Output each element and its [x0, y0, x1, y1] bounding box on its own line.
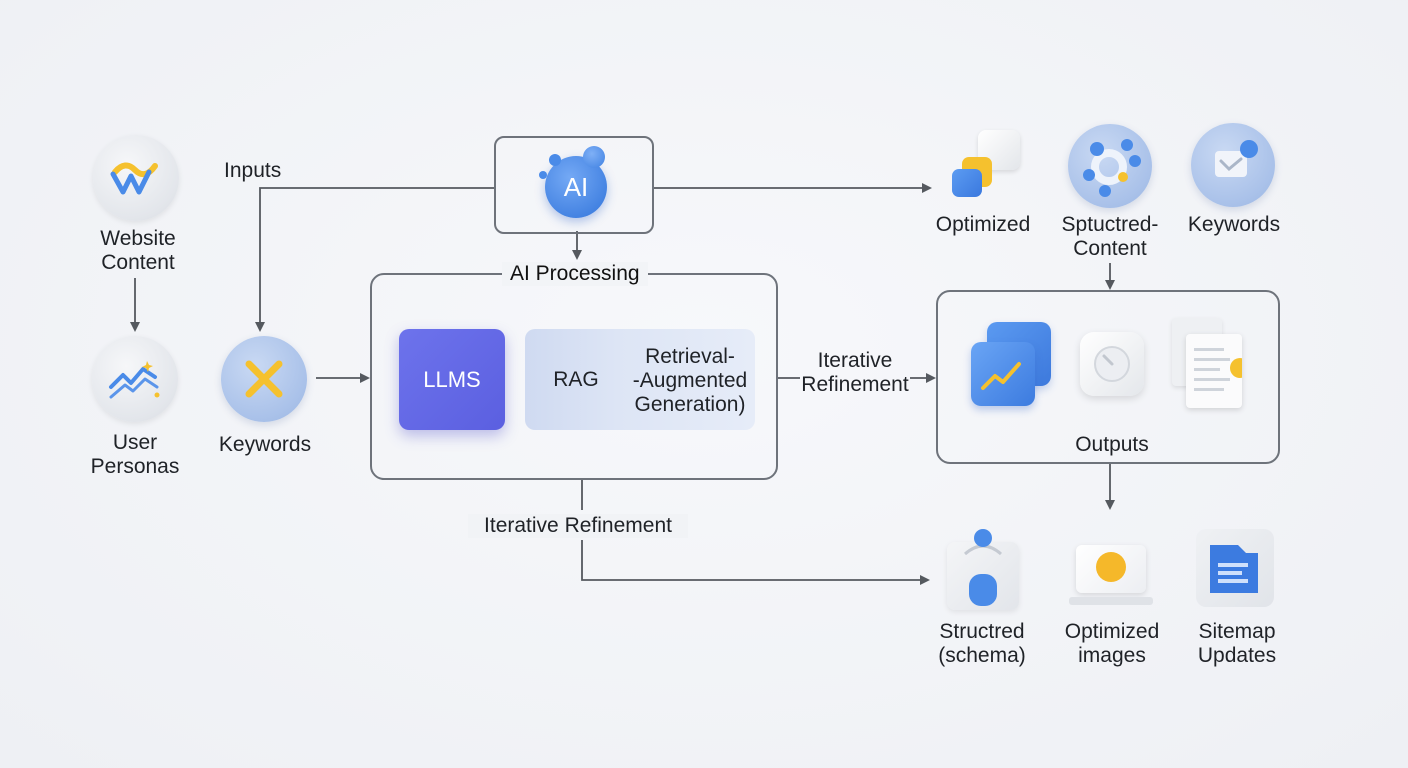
keywords-input-icon[interactable]: [221, 336, 307, 422]
ai-processing-heading: AI Processing: [502, 262, 648, 286]
rag-block[interactable]: [525, 329, 755, 430]
structured-content-icon[interactable]: [1068, 124, 1152, 208]
sitemap-updates-icon[interactable]: [1196, 529, 1274, 607]
outputs-gauge-icon[interactable]: [1080, 332, 1144, 396]
outputs-chart-icon[interactable]: [971, 342, 1035, 406]
ai-bubble-tiny: [539, 171, 547, 179]
top-output-optimized-label: Optimized: [935, 213, 1031, 236]
arrow-ai-to-keywords: [255, 187, 495, 332]
rag-expansion-label: Retrieval- -Augmented Generation): [632, 345, 748, 416]
iterative-refinement-right-label: Iterative Refinement: [801, 349, 909, 396]
inputs-heading: Inputs: [224, 159, 282, 182]
website-content-label: Website Content: [100, 227, 176, 274]
ai-node-box[interactable]: [494, 136, 654, 234]
llms-block[interactable]: LLMS: [399, 329, 505, 430]
optimized-icon[interactable]: [952, 169, 982, 197]
user-personas-label: User Personas: [90, 431, 180, 478]
top-output-keywords-label: Keywords: [1187, 213, 1281, 236]
rag-label: RAG: [553, 368, 599, 391]
outputs-document-icon[interactable]: [1186, 334, 1250, 408]
optimized-images-base: [1069, 597, 1153, 605]
outputs-heading: Outputs: [1075, 433, 1149, 456]
llms-label: LLMS: [423, 366, 481, 392]
top-output-structured-label: Sptuctred- Content: [1061, 213, 1159, 260]
bottom-output-images-label: Optimized images: [1064, 620, 1160, 667]
structured-schema-icon[interactable]: [947, 529, 1019, 610]
website-content-icon[interactable]: [93, 135, 179, 221]
ai-node-icon: AI: [545, 156, 607, 218]
keywords-output-icon[interactable]: [1191, 123, 1275, 207]
keywords-input-label: Keywords: [218, 433, 312, 456]
bottom-output-sitemap-label: Sitemap Updates: [1197, 620, 1277, 667]
outputs-box: [936, 290, 1280, 464]
user-personas-icon[interactable]: [92, 336, 178, 422]
iterative-refinement-bottom-label: Iterative Refinement: [468, 514, 688, 538]
optimized-images-icon[interactable]: [1076, 545, 1146, 593]
ai-node-label: AI: [563, 171, 589, 202]
bottom-output-schema-label: Structred (schema): [938, 620, 1026, 667]
ai-bubble-small: [549, 154, 561, 166]
ai-bubble-large: [583, 146, 605, 168]
